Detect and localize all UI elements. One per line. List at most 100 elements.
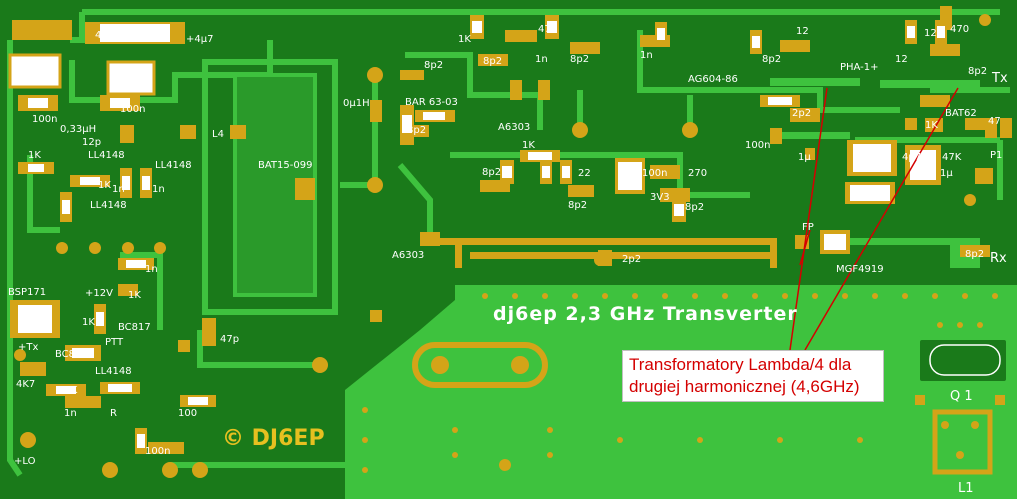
- label-l1: L1: [958, 481, 974, 496]
- label-ll4148-a: LL4148: [88, 150, 125, 161]
- label-1n-e: 1n: [535, 54, 548, 65]
- label-8p2-b: 8p2: [407, 125, 426, 136]
- label-12-b: 12: [924, 28, 937, 39]
- label-bat15: BAT15-099: [258, 160, 312, 171]
- label-78l06: 78L06: [16, 67, 47, 78]
- label-ag604: AG604-86: [688, 74, 738, 85]
- label-1k-top: 1K: [458, 34, 471, 45]
- label-fp: FP: [802, 222, 814, 233]
- label-1n-a: 1n: [112, 184, 125, 195]
- smd-components: [18, 6, 1012, 454]
- label-1k-d: 1K: [82, 317, 95, 328]
- label-8p2-g: 8p2: [685, 202, 704, 213]
- label-8p2-c: 8p2: [483, 56, 502, 67]
- label-l4: L4: [212, 129, 224, 140]
- label-270: 270: [688, 168, 707, 179]
- label-8p2-i: 8p2: [965, 249, 984, 260]
- label-pha1: PHA-1+: [840, 62, 879, 73]
- label-rx: Rx: [990, 251, 1007, 266]
- label-8p2-a: 8p2: [424, 60, 443, 71]
- label-100n-c: 100n: [145, 446, 170, 457]
- label-12p: 12p: [82, 137, 101, 148]
- label-p1: P1: [990, 150, 1002, 161]
- label-1k-b: 1K: [98, 180, 111, 191]
- annotation-line-2: drugiej harmonicznej (4,6GHz): [629, 377, 860, 396]
- label-47k-r: 47K: [942, 152, 962, 163]
- label-8p2-d: 8p2: [570, 54, 589, 65]
- label-12-a: 12: [796, 26, 809, 37]
- silkscreen-labels: 78L06 78L05 100n 100n 4µ7 +4µ7 0,33µH 12…: [8, 24, 1008, 496]
- label-bar6303: BAR 63-03: [405, 97, 458, 108]
- label-3v3: 3V3: [650, 192, 670, 203]
- label-bc817-b: BC817: [55, 349, 88, 360]
- label-8p2-h: 8p2: [762, 54, 781, 65]
- label-8p2-f: 8p2: [568, 200, 587, 211]
- regulator-78l05: [106, 60, 156, 96]
- label-bat62: BAT62: [945, 108, 977, 119]
- ic-7660: [847, 140, 897, 176]
- annotation-box: Transformatory Lambda/4 dla drugiej harm…: [622, 350, 884, 402]
- label-4u7-d: 4µ7: [866, 190, 885, 201]
- label-033uh: 0,33µH: [60, 124, 96, 135]
- label-100n-b: 100n: [120, 104, 145, 115]
- board-title: dj6ep 2,3 GHz Transverter: [493, 303, 798, 325]
- coil-l1: [932, 409, 993, 475]
- label-ll4148-b: LL4148: [155, 160, 192, 171]
- label-78l05: 78L05: [115, 74, 146, 85]
- label-ptt: PTT: [105, 337, 124, 348]
- tx-lines: [770, 78, 980, 139]
- label-ll4148-d: LL4148: [95, 366, 132, 377]
- annotation-line-1: Transformatory Lambda/4 dla: [629, 355, 852, 374]
- label-100n-a: 100n: [32, 114, 57, 125]
- label-tx: Tx: [991, 71, 1008, 86]
- label-1u-b: 1µ: [940, 168, 953, 179]
- label-100: 100: [178, 408, 197, 419]
- label-12-c: 12: [895, 54, 908, 65]
- label-2p2-b: 2p2: [792, 108, 811, 119]
- label-4k7: 4K7: [16, 379, 35, 390]
- label-8p2-e: 8p2: [482, 167, 501, 178]
- label-mgf4919: MGF4919: [836, 264, 884, 275]
- label-1n-d: 1n: [64, 408, 77, 419]
- crystal-q1: [915, 336, 1010, 405]
- label-a6303-a: A6303: [498, 122, 530, 133]
- label-1n-b: 1n: [152, 184, 165, 195]
- label-47: 47: [538, 24, 551, 35]
- label-8p2-tx: 8p2: [968, 66, 987, 77]
- label-470: 470: [950, 24, 969, 35]
- label-ll4148-c: LL4148: [90, 200, 127, 211]
- label-q1: Q 1: [950, 389, 973, 404]
- label-1k-r: 1K: [925, 120, 938, 131]
- label-0u1h: 0µ1H: [343, 98, 370, 109]
- label-plus-tx: +Tx: [18, 342, 38, 353]
- label-4u7-b: +4µ7: [186, 34, 213, 45]
- label-bc817-a: BC817: [118, 322, 151, 333]
- label-1u-a: 1µ: [798, 152, 811, 163]
- transistor-bsp171: [10, 300, 60, 338]
- label-1n-c: 1n: [145, 264, 158, 275]
- board-copyright: © DJ6EP: [222, 426, 325, 451]
- label-1k-e: 1K: [522, 140, 535, 151]
- label-1k-a: 1K: [28, 150, 41, 161]
- regulator-78l06: [8, 20, 72, 89]
- label-2p2: 2p2: [622, 254, 641, 265]
- label-plus-lo: +LO: [14, 456, 36, 467]
- capacitor-4u7-top: [85, 22, 185, 44]
- label-47p: 47p: [220, 334, 239, 345]
- label-4u7-c: 4µ7: [902, 152, 921, 163]
- label-bsp171: BSP171: [8, 287, 46, 298]
- callout-lines: [789, 87, 959, 351]
- label-r: R: [110, 408, 117, 419]
- label-100n-e: 100n: [745, 140, 770, 151]
- ground-vias: [362, 293, 998, 473]
- label-47k: 47K: [58, 385, 78, 396]
- label-a6303-b: A6303: [392, 250, 424, 261]
- label-100n-d: 100n: [642, 168, 667, 179]
- label-plus12v: +12V: [85, 288, 113, 299]
- label-1k-c: 1K: [128, 290, 141, 301]
- label-4u7-a: 4µ7: [95, 30, 114, 41]
- label-1n-f: 1n: [640, 50, 653, 61]
- label-7660: 7660: [858, 152, 883, 163]
